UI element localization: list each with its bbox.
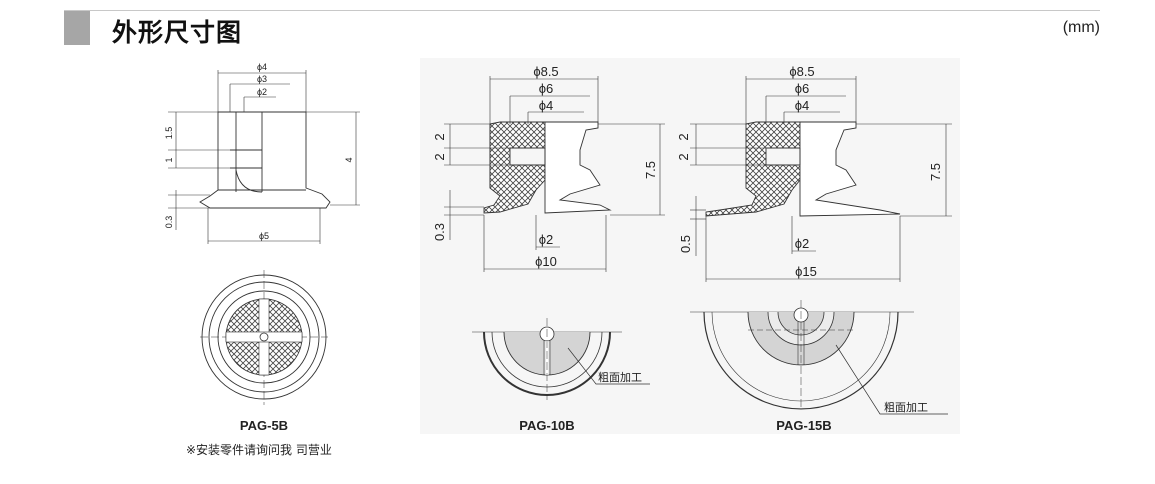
- pag15-surface-label: 粗面加工: [884, 401, 928, 414]
- pag15-dim-h2a: 2: [676, 133, 691, 140]
- pag15-dim-h75: 7.5: [928, 163, 943, 181]
- pag15-caption: PAG-15B: [776, 418, 832, 433]
- pag15-dim-d4: ϕ4: [795, 98, 810, 113]
- pag5-dim-d4: ϕ4: [257, 62, 267, 72]
- pag15-side-view: [690, 76, 952, 282]
- pag5-side-view: [168, 70, 360, 244]
- pag5-dim-d5: ϕ5: [259, 231, 269, 241]
- pag10-caption: PAG-10B: [519, 418, 575, 433]
- pag15-dim-d85: ϕ8.5: [789, 64, 814, 79]
- pag15-dim-h05: 0.5: [678, 235, 693, 253]
- pag15-dim-d2: ϕ2: [795, 236, 810, 251]
- pag15-dim-d6: ϕ6: [795, 81, 810, 96]
- pag10-dim-h2b: 2: [432, 153, 447, 160]
- header-rule: [64, 10, 1100, 11]
- pag5-caption: PAG-5B: [239, 418, 289, 433]
- pag5-dim-d3: ϕ3: [257, 74, 267, 84]
- pag5-dim-d2: ϕ2: [257, 87, 267, 97]
- pag10-dim-h03: 0.3: [432, 223, 447, 241]
- pag5-bottom-view: [200, 270, 328, 405]
- pag15-dim-d15: ϕ15: [795, 264, 817, 279]
- pag5-dim-h15: 1.5: [164, 127, 174, 140]
- header-accent-bar: [64, 11, 90, 45]
- page-title: 外形尺寸图: [112, 18, 243, 47]
- pag15-dim-h2b: 2: [676, 153, 691, 160]
- pag10-dim-d10: ϕ10: [535, 254, 557, 269]
- pag10-dim-d6: ϕ6: [539, 81, 554, 96]
- pag10-surface-label: 粗面加工: [598, 371, 642, 384]
- pag10-bottom-view: [472, 318, 650, 400]
- pag10-dim-h75: 7.5: [643, 161, 658, 179]
- pag15-bottom-view: [690, 300, 948, 415]
- pag10-side-view: [444, 76, 665, 272]
- pag10-dim-d85: ϕ8.5: [533, 64, 558, 79]
- pag10-dim-d4: ϕ4: [539, 98, 554, 113]
- pag5-dim-h03: 0.3: [164, 216, 174, 229]
- pag10-dim-d2: ϕ2: [539, 232, 554, 247]
- unit-label: (mm): [1062, 19, 1100, 36]
- pag5-dim-h1: 1: [164, 157, 174, 162]
- footnote: ※安装零件请询问我 司营业: [186, 443, 332, 457]
- pag10-dim-h2a: 2: [432, 133, 447, 140]
- pag5-dim-h4: 4: [344, 157, 354, 162]
